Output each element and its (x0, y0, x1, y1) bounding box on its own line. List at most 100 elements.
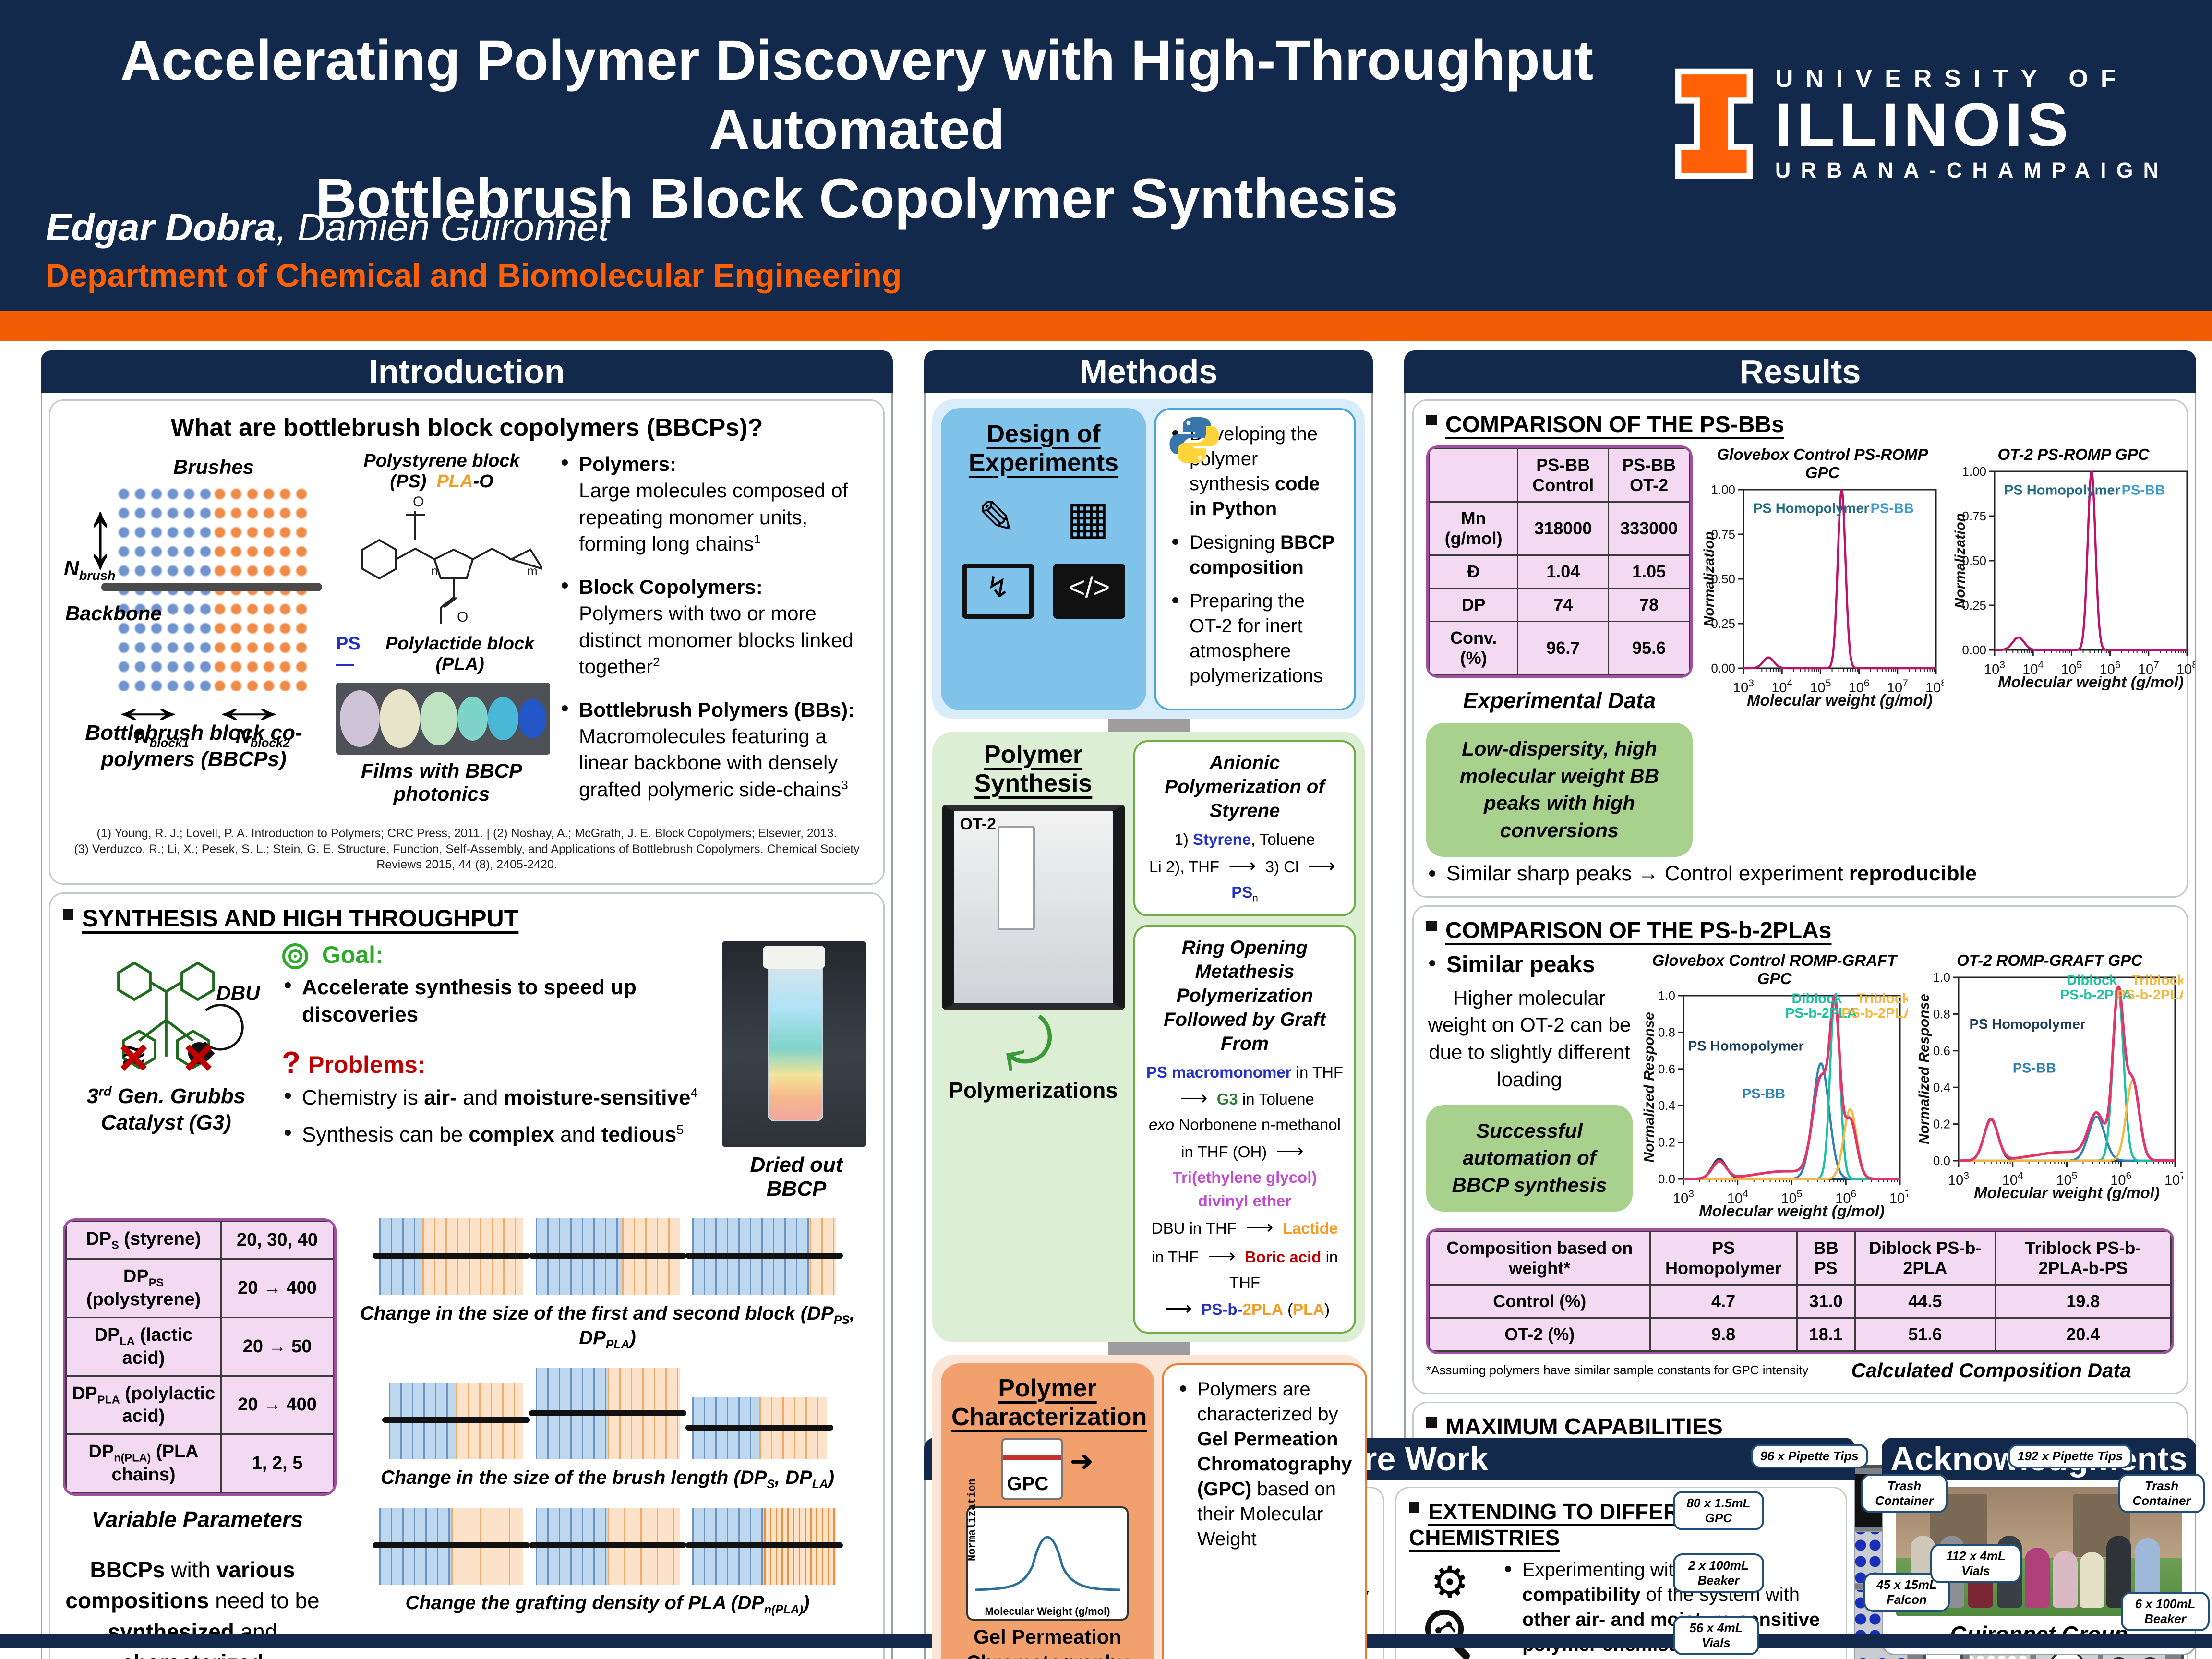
composition-header-row: Composition based on weight* PS Homopoly… (1429, 1230, 2172, 1286)
callout-2x100: 2 x 100mL Beaker (1673, 1553, 1764, 1593)
svg-text:1.00: 1.00 (1962, 465, 1986, 479)
svg-text:0.25: 0.25 (1962, 598, 1986, 613)
methods-title-bar: Methods (924, 350, 1373, 393)
similar-peaks-bullet: Similar peaks (1426, 951, 1633, 978)
n-block2-label: Nblock2 (236, 724, 290, 750)
svg-text:0.8: 0.8 (1658, 1025, 1675, 1039)
n-brush-label: Nbrush (64, 556, 116, 583)
composition-table: Composition based on weight* PS Homopoly… (1426, 1228, 2174, 1354)
svg-text:0.8: 0.8 (1933, 1007, 1950, 1021)
svg-text:0.75: 0.75 (1711, 527, 1735, 541)
bbcp-caption: Bottlebrush block co-polymers (BBCPs) (85, 721, 302, 771)
callout-trash: Trash Container (1861, 1473, 1948, 1514)
ot2-value: 78 (1608, 588, 1690, 622)
definition-item: Block Copolymers: Polymers with two or m… (559, 574, 871, 680)
ot2-value: 95.6 (1608, 621, 1690, 675)
experimental-data-caption: Experimental Data (1463, 688, 1656, 713)
row-label: Control (%) (1429, 1284, 1651, 1319)
definition-item: Polymers: Large molecules composed of re… (559, 451, 871, 557)
methods-body: Design of Experiments ✎▦ ↯ </> Developin… (924, 393, 1373, 1659)
svg-text:1.0: 1.0 (1658, 989, 1675, 1003)
dried-bbcp-caption: Dried out BBCP (750, 1153, 843, 1201)
poster-title: Accelerating Polymer Discovery with High… (34, 26, 1680, 234)
backbone-line (101, 583, 322, 591)
col-composition: Composition based on weight* (1429, 1230, 1651, 1286)
parameter-name: DPS (styrene) (65, 1220, 222, 1260)
backbone-label: Backbone (65, 602, 162, 625)
film-blob (518, 699, 546, 738)
problems-heading: ?Problems: (282, 1045, 426, 1080)
sensitivity-icons: ≋× × (63, 1027, 269, 1087)
variable-parameters-block: DPS (styrene) 20, 30, 40 DPPS (polystyre… (63, 1218, 337, 1659)
bullet-square-icon (1409, 1502, 1419, 1513)
svg-text:Diblock: Diblock (2067, 973, 2118, 988)
anionic-flow: 1) Styrene, Toluene Li 2), THF ⟶ 3) Cl ⟶… (1149, 830, 1335, 904)
composition-diagrams: Change in the size of the first and seco… (344, 1218, 871, 1659)
bbcp-films-photo (336, 683, 550, 755)
svg-text:PS Homopolymer: PS Homopolymer (2004, 482, 2120, 498)
bbcp-chemistry-column: Polystyrene block (PS) PLA-O (336, 451, 550, 819)
callout-6x100: 6 x 100mL Beaker (2121, 1591, 2210, 1632)
callout-96-tips: 96 x Pipette Tips (1751, 1443, 1868, 1468)
control-value: 318000 (1517, 501, 1610, 556)
no-air-icon: ≋× (118, 1027, 149, 1087)
films-caption: Films with BBCP photonics (361, 759, 523, 805)
polymer-characterization-block: Polymer Characterization GPC ➜ Normaliza… (932, 1355, 1368, 1659)
row-label: OT-2 (%) (1429, 1317, 1651, 1352)
polylactide-block-label: Polylactide block (PLA) (385, 634, 535, 674)
introduction-column: Introduction What are bottlebrush block … (41, 350, 893, 1659)
ot2-label: OT-2 (960, 815, 997, 833)
logo-illinois: ILLINOIS (1775, 91, 2073, 160)
parameter-value: 20 → 50 (220, 1316, 334, 1377)
logo-university-of: UNIVERSITY OF (1775, 65, 2128, 93)
ps2pla-green-box: Successful automation of BBCP synthesis (1426, 1105, 1633, 1212)
ps-homopolymer-value: 9.8 (1649, 1317, 1798, 1352)
svg-text:0.00: 0.00 (1962, 643, 1986, 657)
metric-name: Mn (g/mol) (1429, 501, 1519, 556)
calculated-composition-caption: Calculated Composition Data (1851, 1358, 2131, 1382)
parameter-value: 20 → 400 (220, 1375, 334, 1435)
svg-text:0.0: 0.0 (1658, 1172, 1675, 1186)
svg-text:0.0: 0.0 (1933, 1154, 1950, 1168)
target-icon (282, 943, 308, 969)
psbb-data-row: Conv. (%) 96.7 95.6 (1429, 621, 1690, 675)
parameter-value: 20 → 400 (220, 1258, 334, 1318)
film-blob (380, 689, 420, 748)
svg-text:0.4: 0.4 (1658, 1098, 1675, 1113)
bullet-square-icon (1426, 1417, 1437, 1428)
synthesis-schemes: Anionic Polymerization of Styrene 1) Sty… (1133, 740, 1356, 1334)
need-statement: BBCPs with various compositions need to … (65, 1557, 320, 1659)
introduction-body: What are bottlebrush block copolymers (B… (41, 393, 893, 1659)
synthesis-pane: Polymer Synthesis OT-2 ⤸ Polymerizations (941, 740, 1126, 1334)
blank-cell (1429, 448, 1519, 503)
svg-text:PS-BB: PS-BB (1871, 501, 1914, 516)
psbb-table-block: PS-BB Control PS-BB OT-2 Mn (g/mol) (1426, 445, 1693, 857)
col-control: PS-BB Control (1517, 448, 1610, 503)
ot2-robot-image: OT-2 (941, 805, 1125, 1010)
characterization-bullet-box: Polymers are characterized by Gel Permea… (1162, 1363, 1368, 1659)
svg-text:0.6: 0.6 (1933, 1044, 1950, 1058)
svg-text:PS-b-2PLA: PS-b-2PLA (2060, 987, 2132, 1003)
dried-bbcp-figure: Dried out BBCP (722, 940, 871, 1201)
caption-brush-length: Change in the size of the brush length (… (380, 1467, 835, 1491)
synthesis-heading: SYNTHESIS AND HIGH THROUGHPUT (82, 904, 519, 932)
definition-body: Polymers with two or more distinct monom… (579, 602, 854, 678)
logo-wordmark: UNIVERSITY OF ILLINOIS URBANA-CHAMPAIGN (1775, 64, 2169, 182)
svg-text:Molecular weight (g/mol): Molecular weight (g/mol) (1974, 1184, 2160, 1201)
parameter-name: DPLA (lactic acid) (65, 1316, 222, 1377)
chart-title: OT-2 ROMP-GRAFT GPC (1957, 951, 2142, 969)
author-secondary: , Damien Guironnet (276, 206, 609, 249)
gpc-instrument-image: GPC (1001, 1438, 1063, 1500)
control-value: 96.7 (1517, 621, 1610, 675)
svg-text:Normalized Response: Normalized Response (1916, 994, 1932, 1144)
callout-112x4: 112 x 4mL Vials (1930, 1543, 2021, 1584)
poster-header: Accelerating Polymer Discovery with High… (0, 0, 2212, 311)
code-window-icon: </> (1053, 564, 1125, 619)
bullet-square-icon (1426, 415, 1437, 425)
svg-text:Molecular weight (g/mol): Molecular weight (g/mol) (1747, 691, 1933, 709)
problems-list: Chemistry is air- and moisture-sensitive… (282, 1084, 709, 1148)
film-blob (488, 697, 518, 740)
characterization-title: Polymer Characterization (951, 1374, 1147, 1431)
svg-text:107: 107 (2164, 1170, 2183, 1188)
block-size-diagrams (344, 1218, 871, 1295)
